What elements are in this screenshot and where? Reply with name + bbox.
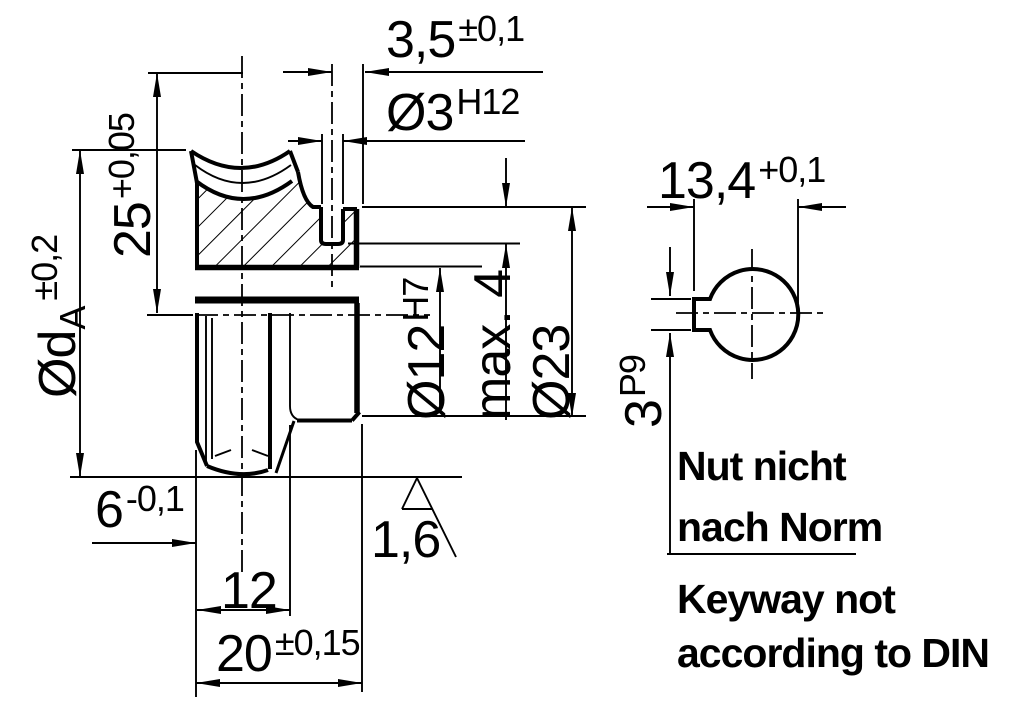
- section-hatching: [197, 173, 357, 267]
- dimension-lines-side: [647, 199, 856, 555]
- note-german-line1: Nut nicht: [677, 443, 847, 489]
- dim-keyway-width-label: 3P9: [612, 355, 673, 428]
- dim-total-width-label: 20±0,15: [216, 622, 360, 683]
- dim-outer-diameter-label: ØdA±0,2: [24, 235, 93, 398]
- dimension-lines-main: [70, 64, 586, 697]
- part-outline-lower: [195, 303, 361, 477]
- bore-circle-with-keyway: [692, 267, 801, 362]
- dim-hole-offset-label: 3,5±0,1: [386, 8, 524, 69]
- dim-hole-depth-label: max. 4: [464, 270, 522, 420]
- dim-bore-diameter-label: Ø12H7: [395, 278, 456, 420]
- note-english-line2: according to DIN: [677, 630, 989, 676]
- dim-hole-diameter-label: Ø3H12: [386, 81, 519, 142]
- surface-roughness-symbol: [401, 475, 457, 558]
- centerlines-side: [676, 249, 824, 379]
- note-english-line1: Keyway not: [677, 576, 896, 622]
- notes: Nut nicht nach Norm Keyway not according…: [677, 443, 990, 676]
- side-keyway-view: 13,4+0,1 3P9: [612, 149, 856, 555]
- dim-hub-diameter-label: Ø23: [523, 325, 581, 420]
- dim-rim-width-label: 12: [221, 562, 277, 620]
- centerlines-main: [196, 56, 430, 577]
- surface-roughness-value: 1,6: [371, 511, 440, 569]
- dim-crown-height-label: 25+0,05: [101, 113, 162, 258]
- main-section-view: 3,5±0,1 Ø3H12 25+0,05 ØdA±0,2 Ø12H7 max.…: [24, 8, 586, 697]
- note-german-line2: nach Norm: [677, 504, 882, 550]
- dim-keyway-total-label: 13,4+0,1: [658, 149, 825, 210]
- dim-face-offset-label: 6-0,1: [95, 478, 184, 539]
